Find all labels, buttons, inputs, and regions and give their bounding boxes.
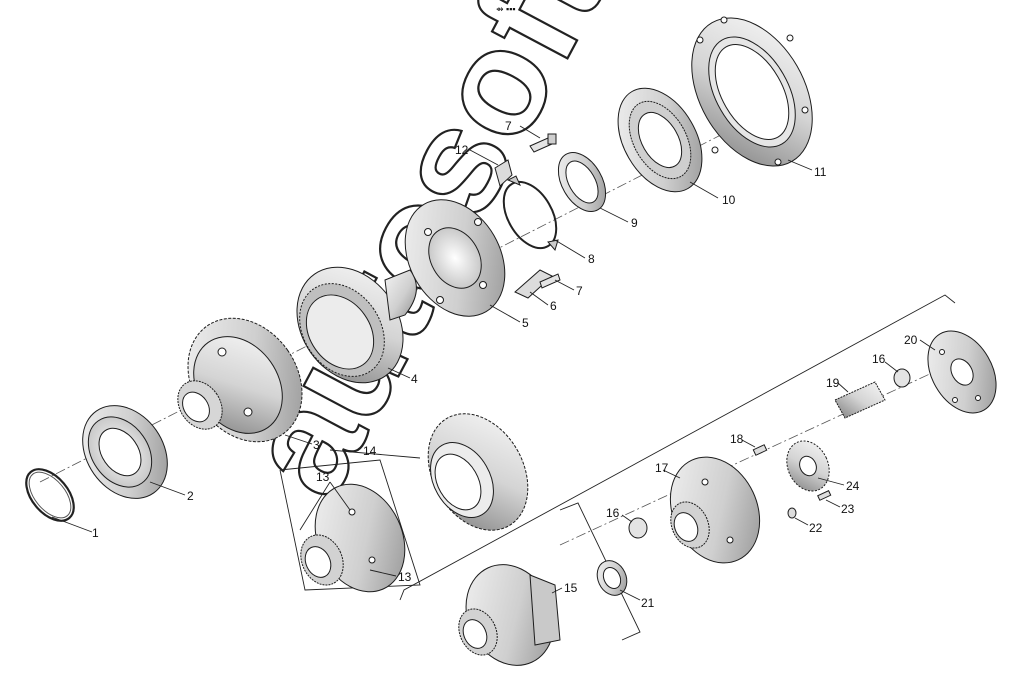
callout-12: 12 bbox=[455, 143, 469, 157]
callout-3: 3 bbox=[313, 438, 320, 452]
callout-23: 23 bbox=[841, 502, 855, 516]
washer-part-22 bbox=[787, 507, 797, 519]
leader-lines bbox=[51, 125, 936, 601]
tab-washer-part-8 bbox=[502, 175, 559, 252]
pin-part-18 bbox=[752, 444, 768, 456]
hub-flange-part-5 bbox=[404, 199, 506, 317]
bolt-part-7-lower bbox=[539, 273, 561, 289]
callout-2: 2 bbox=[187, 489, 194, 503]
callout-13-upper: 13 bbox=[316, 470, 330, 484]
carrier-gear-part-3 bbox=[177, 317, 303, 443]
callout-7-lower: 7 bbox=[576, 284, 583, 298]
plate-part-20 bbox=[927, 330, 997, 414]
housing-cover-part-11 bbox=[691, 16, 813, 167]
callout-11: 11 bbox=[814, 165, 827, 179]
callout-6: 6 bbox=[550, 299, 557, 313]
splined-shaft-part-19 bbox=[834, 381, 886, 419]
callout-10: 10 bbox=[722, 193, 736, 207]
roller-bearing-part-2 bbox=[82, 405, 168, 499]
bushing-part-21 bbox=[596, 560, 628, 596]
callout-24: 24 bbox=[846, 479, 860, 493]
bearing-part-10 bbox=[617, 87, 703, 193]
lock-washer-part-12 bbox=[494, 159, 513, 187]
callout-20: 20 bbox=[904, 333, 918, 347]
snap-ring-part-1 bbox=[25, 468, 75, 522]
sleeve-part-16-lower bbox=[628, 517, 648, 539]
ring-gear-drum-part-4 bbox=[296, 266, 417, 384]
sleeve-part-16-upper bbox=[893, 368, 911, 388]
bolt-part-7-upper bbox=[529, 133, 557, 153]
callout-21: 21 bbox=[641, 596, 655, 610]
top-marker-text: ⇴ ▪▪▪ bbox=[496, 4, 516, 14]
lock-plate-part-6 bbox=[514, 269, 553, 299]
nut-ring-part-9 bbox=[557, 152, 607, 212]
callout-18: 18 bbox=[730, 432, 744, 446]
callout-7-upper: 7 bbox=[505, 119, 512, 133]
callout-14: 14 bbox=[363, 444, 377, 458]
callout-19: 19 bbox=[826, 376, 840, 390]
callout-4: 4 bbox=[411, 372, 418, 386]
gear-ring-part-14 bbox=[427, 413, 529, 531]
callout-13-lower: 13 bbox=[398, 570, 412, 584]
callout-1: 1 bbox=[92, 526, 99, 540]
planet-carrier-part-13 bbox=[300, 483, 406, 593]
carrier-hub-part-15 bbox=[458, 564, 561, 666]
callout-15: 15 bbox=[564, 581, 578, 595]
callout-5: 5 bbox=[522, 316, 529, 330]
callout-16-lower: 16 bbox=[606, 506, 620, 520]
carrier-flange-part-17 bbox=[669, 456, 761, 564]
screw-part-23 bbox=[817, 489, 832, 501]
callout-17: 17 bbox=[655, 461, 669, 475]
callout-9: 9 bbox=[631, 216, 638, 230]
callout-22: 22 bbox=[809, 521, 823, 535]
callout-8: 8 bbox=[588, 252, 595, 266]
callout-16-upper: 16 bbox=[872, 352, 886, 366]
callout-labels: 1 2 3 4 5 6 7 7 8 9 10 11 12 13 13 14 15… bbox=[92, 119, 918, 610]
planet-gear-part-24 bbox=[786, 440, 830, 492]
